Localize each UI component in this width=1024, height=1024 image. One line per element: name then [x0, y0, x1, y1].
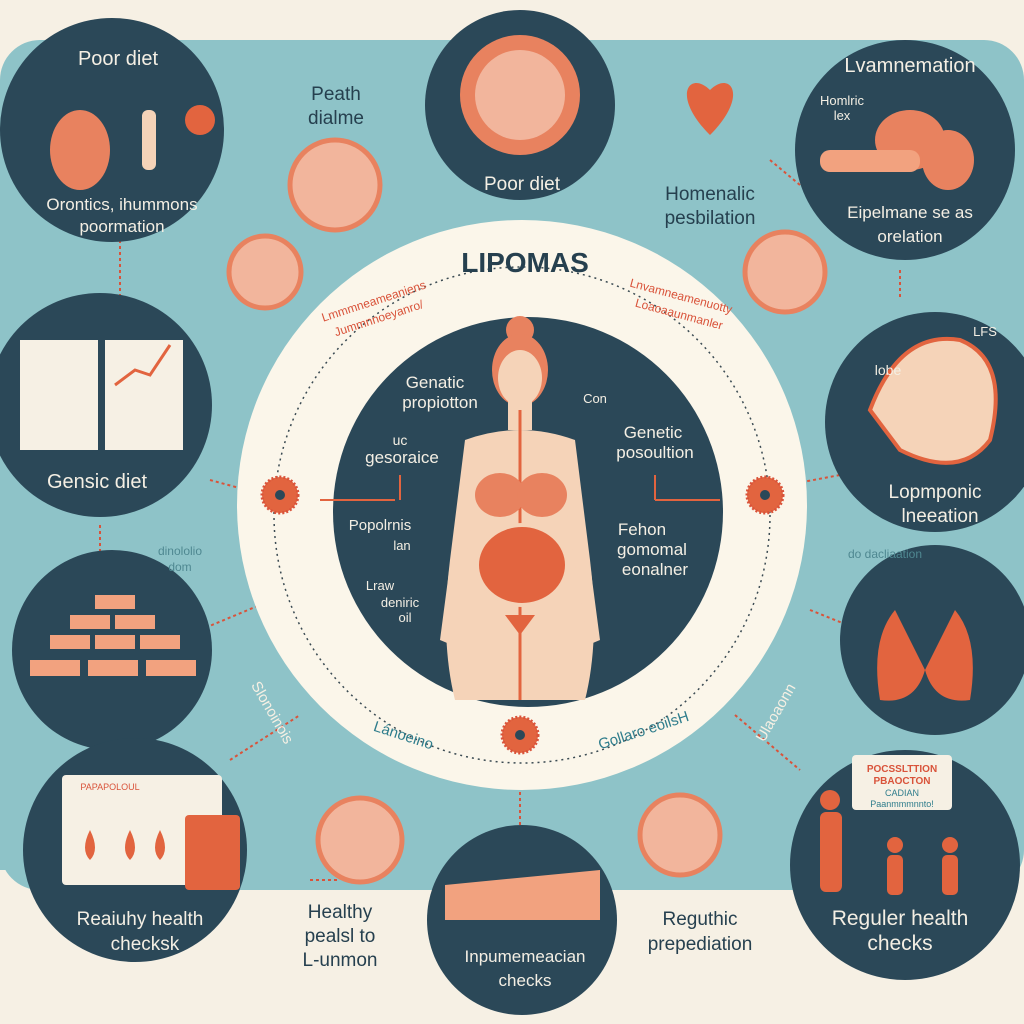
outer-nodes-top-right-label-2: lex	[834, 108, 851, 123]
inner-labels-popo-2: lan	[393, 538, 410, 553]
outer-nodes-left-mid-title: Gensic diet	[47, 471, 147, 493]
outer-nodes-top-left-title: Poor diet	[78, 48, 158, 70]
inner-labels: Genatic propiotton uc gesoraice Popolrni…	[320, 373, 720, 625]
outer-nodes-top-center-title: Poor diet	[484, 174, 561, 195]
outer-nodes-right-mid-caption-2: lneeation	[901, 506, 978, 527]
inner-labels-genetic-pos-2: posoultion	[616, 443, 694, 462]
band-labels-homen-2: pesbilation	[665, 208, 756, 229]
outer-nodes-right-mid-label-lfs: LFS	[973, 324, 997, 339]
outer-nodes-bottom-right-sign-2: PBAOCTON	[873, 776, 930, 787]
heart-icon	[686, 82, 734, 135]
outer-nodes-bottom-left-caption-2: checksk	[111, 934, 180, 955]
node-top-left	[0, 18, 224, 242]
band-labels-reguthic-1: Reguthic	[663, 909, 738, 930]
inner-labels-genetic-pos-1: Genetic	[624, 423, 683, 442]
inner-labels-lraw-1: Lraw	[366, 578, 395, 593]
node-left-low	[12, 550, 212, 750]
band-labels-dinol-1: dinololio	[158, 544, 202, 558]
inner-labels-lraw-2: deniric	[381, 595, 420, 610]
outer-nodes-bottom-right-sign-4: Paanmmmnnto!	[870, 799, 934, 809]
small-icon-circles	[226, 82, 828, 885]
outer-nodes-top-left-caption-1: Orontics, ihummons	[46, 195, 197, 214]
band-labels-homen-1: Homenalic	[665, 184, 755, 205]
band-labels-healthy-1: Healthy	[308, 902, 373, 923]
band-labels-peath-2: dialme	[308, 108, 364, 129]
outer-nodes-bottom-right-sign-1: POCSSLTTION	[867, 764, 937, 775]
inner-labels-genetic-prop-2: propiotton	[402, 393, 478, 412]
outer-nodes-bottom-center-caption-1: Inpumemeacian	[465, 947, 586, 966]
illustrations: PAPAPOLOUL POCSSLTTION PBAOCTON CADIAN P…	[20, 35, 998, 920]
outer-nodes-top-right-caption-2: orelation	[877, 227, 942, 246]
inner-labels-fehon-2: gomomal	[617, 540, 687, 559]
inner-labels-con: Con	[583, 391, 607, 406]
outer-nodes-top-right-caption-1: Eipelmane se as	[847, 203, 973, 222]
inner-labels-popo-1: Popolrnis	[349, 517, 412, 534]
outer-nodes-bottom-center-caption-2: checks	[499, 971, 552, 990]
inner-labels-fehon-1: Fehon	[618, 520, 666, 539]
band-labels-peath-1: Peath	[311, 84, 361, 105]
connector-lines	[99, 159, 901, 881]
node-bottom-right	[790, 750, 1020, 980]
outer-nodes-right-mid-label-lobe: lobe	[875, 362, 902, 378]
outer-nodes-bottom-right-caption-1: Reguler health	[832, 907, 969, 930]
outer-nodes-right-mid-caption-1: Lopmponic	[889, 482, 982, 503]
outer-nodes-bottom-right-caption-2: checks	[867, 932, 932, 955]
ring-nodes	[260, 475, 785, 755]
inner-labels-geso-2: gesoraice	[365, 448, 439, 467]
page-title: LIPOMAS	[461, 247, 589, 278]
outer-nodes-bottom-right-sign-3: CADIAN	[885, 788, 919, 798]
node-right-low	[840, 545, 1024, 735]
outer-nodes-top-right-label-1: Homlric	[820, 93, 865, 108]
inner-labels-fehon-3: eonalner	[622, 560, 689, 579]
inner-labels-lraw-3: oil	[398, 610, 411, 625]
outer-node-texts: Poor diet Orontics, ihummons poormation …	[46, 48, 997, 990]
inner-labels-genetic-prop-1: Genatic	[406, 373, 465, 392]
outer-nodes-bottom-left-caption-1: Reaiuhy health	[77, 909, 204, 930]
band-labels-dinol-2: dom	[168, 560, 191, 574]
body-figure	[440, 316, 600, 700]
outer-nodes-top-right-title: Lvamnemation	[844, 55, 975, 77]
band-labels-dacl: do dacliaation	[848, 547, 922, 561]
outer-nodes-bottom-left-panel-label: PAPAPOLOUL	[80, 782, 139, 792]
band-labels-reguthic-2: prepediation	[648, 934, 753, 955]
band-labels-healthy-3: L-unmon	[303, 950, 378, 971]
inner-labels-geso-1: uc	[393, 432, 408, 448]
outer-nodes-top-left-caption-2: poormation	[79, 217, 164, 236]
band-labels-healthy-2: pealsl to	[305, 926, 376, 947]
